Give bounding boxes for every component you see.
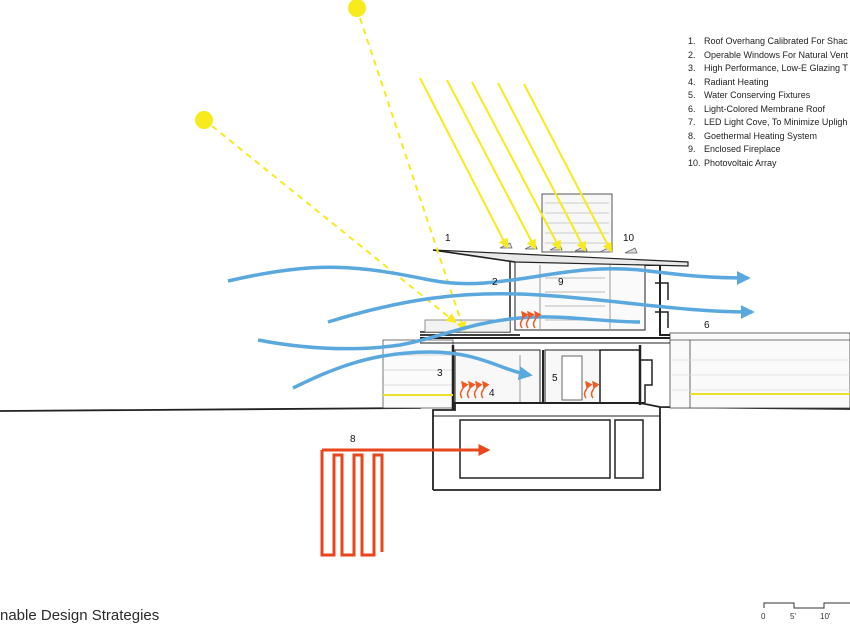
legend-item: 2.Operable Windows For Natural Vent (688, 49, 849, 60)
callout-5: 5 (552, 373, 558, 384)
geothermal-loop (320, 450, 488, 557)
callout-6: 6 (704, 320, 710, 331)
legend-item: 9.Enclosed Fireplace (688, 144, 781, 154)
roof (432, 242, 689, 267)
east-wing (669, 332, 850, 409)
diagram-caption: nable Design Strategies (0, 607, 160, 624)
main-floor (420, 337, 670, 410)
winter-sun-icon (195, 111, 213, 129)
summer-sun-icon (348, 0, 366, 17)
air-flow (227, 265, 755, 390)
legend-item: 4.Radiant Heating (688, 76, 769, 87)
legend-item: 5.Water Conserving Fixtures (688, 90, 811, 100)
callout-3: 3 (437, 368, 443, 379)
upper-level (420, 261, 670, 336)
callout-8: 8 (350, 434, 356, 445)
scale-label-5: 5' (790, 612, 796, 621)
scale-label-0: 0 (761, 612, 766, 621)
solar-rays (419, 77, 612, 253)
callout-2: 2 (492, 277, 498, 288)
legend-item: 6.Light-Colored Membrane Roof (688, 103, 826, 114)
winter-sun-ray (211, 125, 457, 324)
legend-item: 3.High Performance, Low-E Glazing T (688, 63, 848, 73)
legend: 1.Roof Overhang Calibrated For Shac 2.Op… (688, 35, 850, 170)
basement (432, 403, 661, 491)
callout-9: 9 (558, 277, 564, 288)
radiant-heat-lower (459, 380, 490, 399)
legend-item: 8.Goethermal Heating System (688, 130, 818, 141)
scale-bar (763, 602, 850, 609)
chimney-tower (541, 193, 613, 253)
legend-item: 7.LED Light Cove, To Minimize Upligh (688, 117, 848, 127)
radiant-heat-upper (519, 310, 542, 329)
callout-10: 10 (623, 233, 635, 244)
legend-item: 1.Roof Overhang Calibrated For Shac (688, 36, 848, 46)
callout-1: 1 (445, 233, 451, 244)
scale-labels: 0 5' 10' (760, 600, 850, 630)
legend-item: 10.Photovoltaic Array (688, 157, 777, 168)
scale-label-10: 10' (820, 612, 831, 621)
fireplace-heat (583, 380, 600, 399)
callout-4: 4 (489, 388, 495, 399)
